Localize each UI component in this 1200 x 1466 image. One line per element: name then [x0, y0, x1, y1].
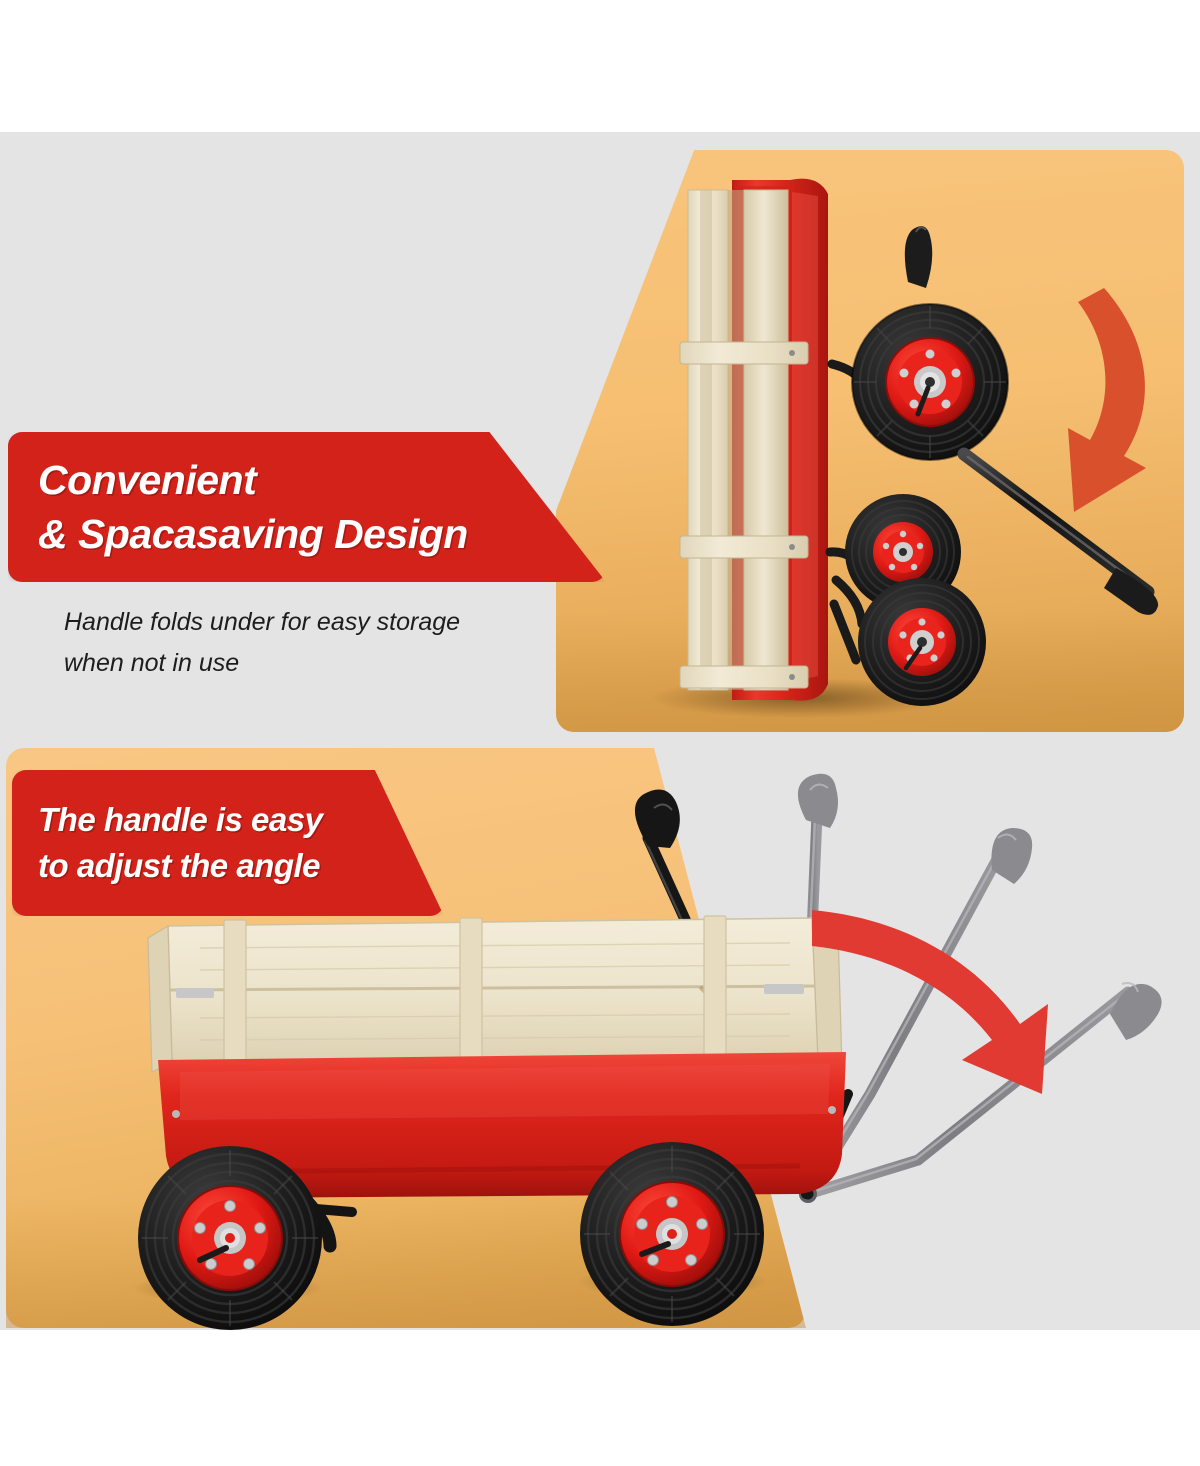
valve-stem	[915, 385, 931, 417]
wheel-rear	[580, 1142, 764, 1326]
wheel-front	[138, 1146, 322, 1330]
banner-line-2: & Spacasaving Design	[38, 511, 468, 557]
banner-adjustable-handle: The handle is easy to adjust the angle	[12, 770, 444, 916]
subtitle-convenient-storage: Handle folds under for easy storage when…	[64, 608, 461, 677]
handle-grip	[634, 789, 680, 848]
banner-convenient-storage: Convenient & Spacasaving Design	[8, 432, 606, 582]
panel-convenient-storage: Convenient & Spacasaving Design Handle f…	[0, 132, 1200, 732]
wheel-top	[851, 303, 1009, 461]
hub-bolts	[899, 349, 961, 409]
valve-stem	[197, 1245, 229, 1263]
folded-wagon-upright-photo	[650, 178, 1159, 718]
wagon-wooden-rails	[679, 189, 809, 691]
hub-bolts	[194, 1200, 266, 1270]
folded-handle	[904, 226, 1159, 615]
banner-line-2: to adjust the angle	[38, 847, 321, 884]
banner-line-1: The handle is easy	[38, 801, 323, 839]
panel-adjustable-handle: The handle is easy to adjust the angle	[0, 742, 1200, 1334]
wagon-side-view-photo	[133, 773, 1162, 1330]
handle-angle-arrow	[812, 910, 1048, 1094]
wheel-bottom	[858, 578, 986, 706]
ghost-handle-position-low	[802, 982, 1162, 1200]
banner-line-1: Convenient	[38, 456, 257, 503]
handle-grip	[1104, 568, 1159, 615]
fold-direction-arrow	[1068, 288, 1146, 512]
